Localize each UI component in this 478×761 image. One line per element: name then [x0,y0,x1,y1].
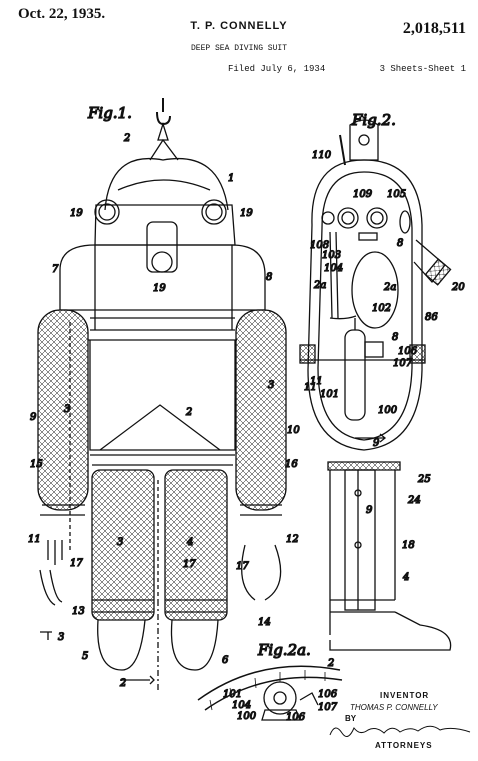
patent-number: 2,018,511 [402,20,466,37]
svg-text:1: 1 [228,173,234,184]
svg-text:107: 107 [318,702,338,713]
svg-text:14: 14 [258,617,271,628]
svg-text:17: 17 [70,558,83,569]
svg-text:104: 104 [232,700,251,711]
svg-text:106: 106 [286,712,306,723]
inventor-header: T. P. CONNELLY [190,20,288,32]
svg-text:5: 5 [82,651,88,662]
svg-text:2: 2 [119,678,126,689]
svg-text:2a: 2a [383,282,396,293]
svg-text:17: 17 [183,559,196,570]
fig2-label: Fig.2. [351,111,396,129]
svg-text:9: 9 [30,412,37,423]
svg-text:104: 104 [324,263,343,274]
svg-text:2a: 2a [313,280,326,291]
svg-text:6: 6 [222,655,229,666]
svg-text:101: 101 [223,689,242,700]
inventor-name: THOMAS P. CONNELLY [350,703,438,712]
fig1-numerals: 2 1 19 19 19 7 8 3 3 2 9 10 11 15 16 11 … [27,132,317,689]
attorneys-label: ATTORNEYS [375,741,433,750]
svg-text:20: 20 [451,282,465,293]
svg-text:102: 102 [372,303,391,314]
fig1-label: Fig.1. [87,104,132,122]
fig2-numerals: 110 109 105 108 103 8 104 2a 2a 102 20 8… [309,149,466,583]
svg-text:107: 107 [393,358,413,369]
svg-text:17: 17 [236,561,249,572]
svg-text:3: 3 [268,380,274,391]
svg-text:9: 9 [373,438,380,449]
svg-text:12: 12 [286,534,299,545]
svg-text:3: 3 [117,537,123,548]
svg-text:2: 2 [185,407,192,418]
svg-text:2: 2 [123,133,130,144]
svg-text:2: 2 [327,658,334,669]
svg-text:105: 105 [387,189,406,200]
svg-text:108: 108 [310,240,329,251]
patent-date: Oct. 22, 1935. [18,6,106,22]
fig2a-label: Fig.2a. [257,641,311,659]
figure-1-front-view [37,98,287,690]
svg-text:19: 19 [153,283,166,294]
svg-text:86: 86 [425,312,438,323]
by-label: BY [345,714,357,723]
fig2a-numerals: 2 101 104 100 106 106 107 [222,657,338,723]
svg-text:106: 106 [398,346,418,357]
svg-text:8: 8 [397,238,403,249]
svg-text:11: 11 [310,376,323,387]
svg-text:7: 7 [52,264,59,275]
svg-text:19: 19 [70,208,83,219]
svg-text:18: 18 [402,540,415,551]
svg-text:16: 16 [285,459,298,470]
svg-text:11: 11 [304,382,317,393]
svg-text:24: 24 [407,495,421,506]
svg-text:11: 11 [28,534,41,545]
svg-text:10: 10 [287,425,300,436]
svg-text:15: 15 [30,459,43,470]
attorney-signature [329,725,471,738]
svg-text:19: 19 [240,208,253,219]
svg-text:3: 3 [58,632,64,643]
svg-text:103: 103 [322,250,341,261]
svg-text:100: 100 [378,405,398,416]
figure-2a-detail [197,665,343,721]
svg-text:4: 4 [186,537,193,548]
svg-text:100: 100 [237,711,257,722]
svg-text:3: 3 [64,404,70,415]
svg-text:109: 109 [353,189,373,200]
filed-date: Filed July 6, 1934 [228,64,326,74]
svg-text:4: 4 [402,572,409,583]
svg-text:25: 25 [417,474,431,485]
svg-text:8: 8 [266,272,272,283]
svg-text:8: 8 [392,332,398,343]
svg-text:13: 13 [72,606,85,617]
patent-title: DEEP SEA DIVING SUIT [190,44,287,53]
figure-2-section-view [299,119,452,651]
svg-text:106: 106 [318,689,338,700]
svg-text:101: 101 [320,389,339,400]
inventor-label: INVENTOR [380,691,430,700]
svg-text:110: 110 [312,150,332,161]
sheet-count: 3 Sheets-Sheet 1 [379,64,466,74]
svg-text:9: 9 [366,505,373,516]
